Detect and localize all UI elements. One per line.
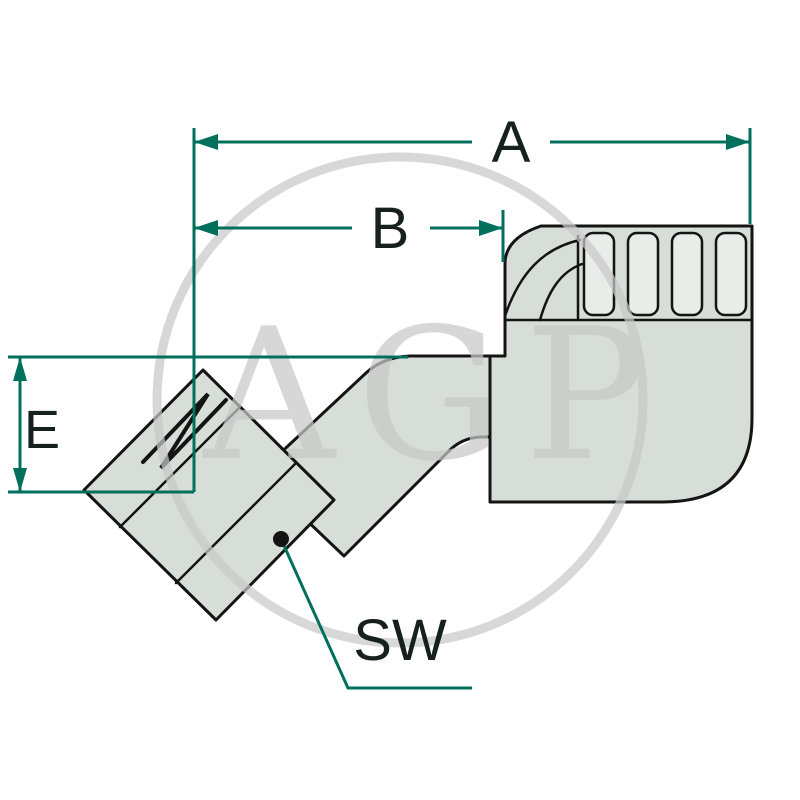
arrowhead-top xyxy=(13,357,27,381)
dimension-b-label: B xyxy=(371,196,410,261)
crimp-slot xyxy=(670,231,704,317)
crimp-slot xyxy=(626,231,660,317)
dimension-a: A xyxy=(194,110,750,175)
dimension-e: E xyxy=(8,355,408,494)
arrowhead-right xyxy=(726,134,750,150)
crimp-slot xyxy=(714,231,748,317)
socket-shoulder-curve xyxy=(538,262,584,322)
callout-sw: SW xyxy=(273,531,472,690)
socket-shoulder-curve xyxy=(503,238,582,318)
arrowhead-left xyxy=(194,220,218,236)
swivel-nut xyxy=(82,368,336,622)
watermark: AGP xyxy=(152,152,668,648)
fitting-drawing xyxy=(82,224,754,622)
dimension-a-label: A xyxy=(492,110,531,175)
dimension-annotations: A B E SW xyxy=(8,110,752,690)
arrowhead-bottom xyxy=(13,468,27,492)
nut-flat-line xyxy=(174,461,298,585)
arrowhead-right xyxy=(479,220,503,236)
nut-flat-line xyxy=(118,405,242,529)
arrowhead-left xyxy=(194,134,218,150)
sw-label: SW xyxy=(353,608,447,673)
watermark-text: AGP xyxy=(201,289,668,501)
sw-leader-line xyxy=(279,538,472,690)
dimension-b: B xyxy=(194,196,503,261)
sw-leader-dot xyxy=(273,531,289,547)
dimension-e-label: E xyxy=(24,400,60,460)
watermark-circle xyxy=(152,152,648,648)
